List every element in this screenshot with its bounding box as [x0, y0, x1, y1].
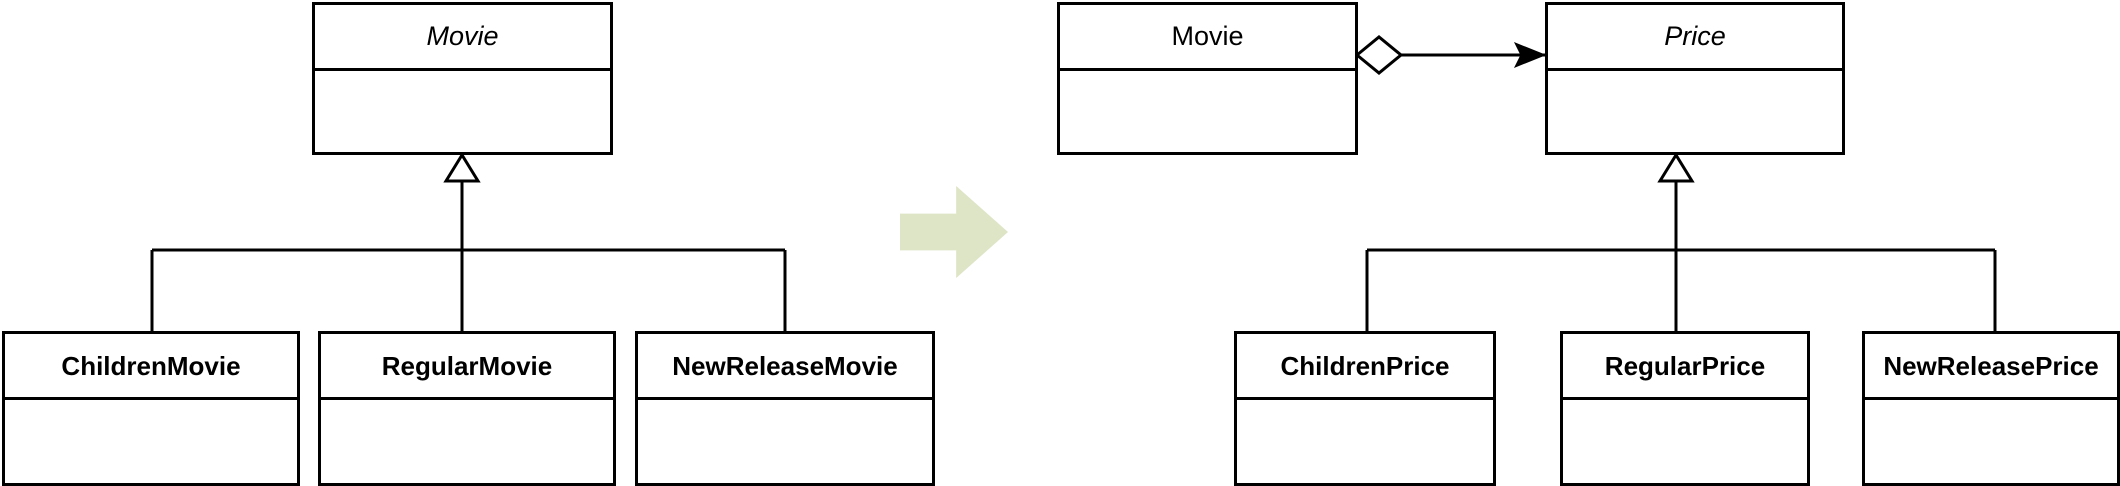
class-name-compartment: Price [1548, 5, 1842, 71]
class-name-label: ChildrenPrice [1280, 350, 1450, 381]
class-name-label: Price [1664, 21, 1726, 51]
class-name-compartment: RegularPrice [1563, 334, 1807, 400]
class-box-newreleasemovie[interactable]: NewReleaseMovie [635, 331, 935, 486]
class-name-label: NewReleaseMovie [672, 350, 898, 381]
class-box-movie-abstract[interactable]: Movie [312, 2, 613, 155]
class-name-label: NewReleasePrice [1883, 350, 2099, 381]
class-name-label: Movie [426, 21, 499, 51]
class-box-price-abstract[interactable]: Price [1545, 2, 1845, 155]
class-name-compartment: ChildrenPrice [1237, 334, 1493, 400]
class-box-movie-concrete[interactable]: Movie [1057, 2, 1358, 155]
class-name-compartment: RegularMovie [321, 334, 613, 400]
inheritance-triangle-movie [443, 152, 481, 183]
class-name-compartment: NewReleasePrice [1865, 334, 2117, 400]
class-name-compartment: NewReleaseMovie [638, 334, 932, 400]
class-attributes-compartment [1237, 400, 1493, 483]
class-attributes-compartment [1563, 400, 1807, 483]
class-name-label: ChildrenMovie [61, 350, 241, 381]
class-attributes-compartment [1865, 400, 2117, 483]
aggregation-diamond-icon [1354, 35, 1404, 75]
class-box-regularmovie[interactable]: RegularMovie [318, 331, 616, 486]
class-name-compartment: Movie [315, 5, 610, 71]
class-attributes-compartment [321, 400, 613, 483]
class-name-compartment: Movie [1060, 5, 1355, 71]
refactoring-arrow-icon [900, 186, 1008, 278]
class-attributes-compartment [315, 71, 610, 152]
class-name-label: RegularPrice [1604, 350, 1766, 381]
class-name-compartment: ChildrenMovie [5, 334, 297, 400]
class-box-newreleaseprice[interactable]: NewReleasePrice [1862, 331, 2120, 486]
class-attributes-compartment [638, 400, 932, 483]
class-box-childrenmovie[interactable]: ChildrenMovie [2, 331, 300, 486]
class-box-regularprice[interactable]: RegularPrice [1560, 331, 1810, 486]
class-box-childrenprice[interactable]: ChildrenPrice [1234, 331, 1496, 486]
association-arrowhead-icon [1513, 42, 1547, 68]
class-name-label: Movie [1171, 21, 1244, 51]
class-name-label: RegularMovie [381, 350, 553, 381]
class-attributes-compartment [1548, 71, 1842, 152]
class-attributes-compartment [1060, 71, 1355, 152]
class-attributes-compartment [5, 400, 297, 483]
inheritance-triangle-price [1657, 152, 1695, 183]
